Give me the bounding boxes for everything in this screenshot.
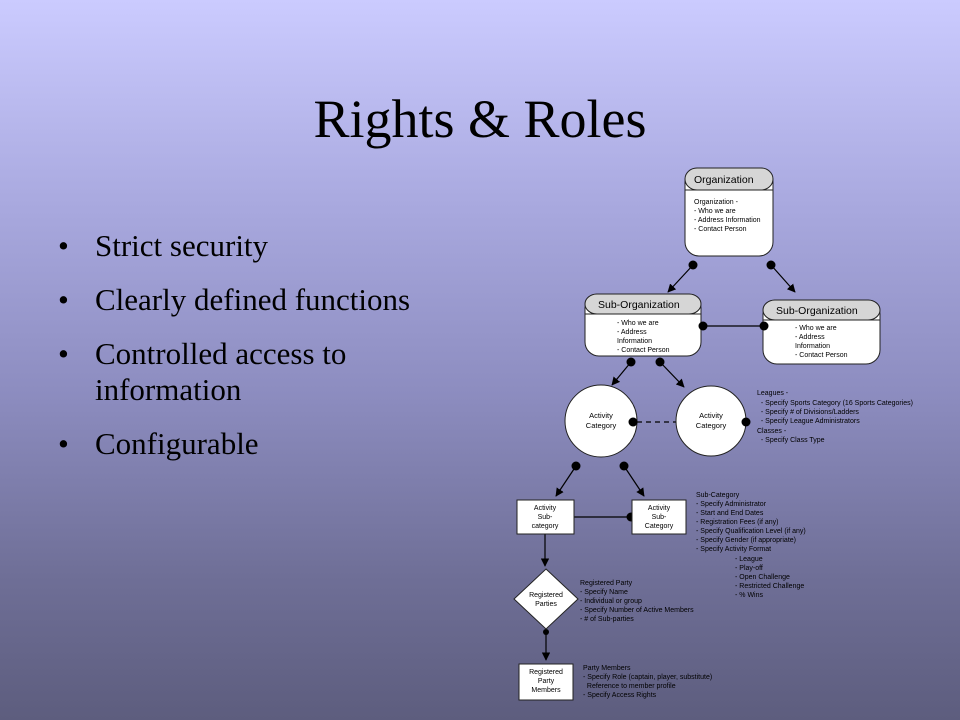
party-note: Registered Party xyxy=(580,580,633,587)
subcategory-label: Activity xyxy=(534,505,557,512)
bullet-item: Strict security xyxy=(58,228,418,264)
activity-note: - Specify Class Type xyxy=(757,437,825,444)
activity-note: - Specify # of Divisions/Ladders xyxy=(757,409,859,416)
activity-subcategory-right-node: Activity Sub- Category xyxy=(631,499,687,535)
activity-subcategory-left-node: Activity Sub- category xyxy=(516,499,575,535)
party-note: - Specify Name xyxy=(580,589,628,596)
party-members-node: Registered Party Members xyxy=(518,663,574,701)
connector-dot xyxy=(619,461,629,471)
sub-organization-line: - Contact Person xyxy=(795,352,848,359)
activity-category-label: Activity xyxy=(589,411,613,420)
connector-dot xyxy=(688,260,698,270)
connector-dot xyxy=(759,321,769,331)
connector-dot xyxy=(741,417,751,427)
subcategory-note: - Specify Gender (if appropriate) xyxy=(696,537,796,544)
subcategory-note: - Open Challenge xyxy=(735,574,790,581)
organization-header: Organization xyxy=(694,174,754,186)
organization-node: Organization Organization - - Who we are… xyxy=(684,167,774,257)
bullet-item: Clearly defined functions xyxy=(58,282,418,318)
registered-parties-label: Registered xyxy=(529,592,563,599)
connector-dot xyxy=(766,260,776,270)
activity-category-left-node: Activity Category xyxy=(564,384,638,458)
subcategory-connectors xyxy=(540,465,645,661)
connector-dot xyxy=(655,357,665,367)
sub-organization-right-node: Sub-Organization - Who we are - Address … xyxy=(762,299,881,365)
subcategory-label: Sub- xyxy=(538,514,553,521)
organization-line: - Who we are xyxy=(694,208,736,215)
party-note: - Specify Number of Active Members xyxy=(580,607,694,614)
sub-organization-left-node: Sub-Organization - Who we are - Address … xyxy=(584,293,702,357)
organization-line: - Address Information xyxy=(694,217,761,224)
sub-organization-line: - Address xyxy=(795,334,825,341)
activity-note: - Specify League Administrators xyxy=(757,418,860,425)
party-members-label: Members xyxy=(531,687,561,694)
sub-organization-line: Information xyxy=(795,343,830,350)
member-note: Party Members xyxy=(583,665,631,672)
subcategory-note: - League xyxy=(735,556,763,563)
activity-note: - Specify Sports Category (16 Sports Cat… xyxy=(757,400,913,407)
member-note: - Specify Access Rights xyxy=(583,692,657,699)
activity-note: Leagues - xyxy=(757,390,789,397)
connector-dot xyxy=(626,357,636,367)
subcategory-label: Activity xyxy=(648,505,671,512)
bullet-list: Strict security Clearly defined function… xyxy=(58,228,418,480)
sub-organization-line: Information xyxy=(617,338,652,345)
connector-dot xyxy=(628,417,638,427)
activity-category-label: Activity xyxy=(699,411,723,420)
party-members-label: Party xyxy=(538,678,555,685)
organization-line: - Contact Person xyxy=(694,226,747,233)
party-note: - # of Sub-parties xyxy=(580,616,634,623)
subcategory-label: Category xyxy=(645,523,674,530)
subcategory-note: Sub-Category xyxy=(696,492,740,499)
org-connectors xyxy=(667,264,796,327)
subcategory-note: - Specify Activity Format xyxy=(696,546,771,553)
subcategory-note: - Start and End Dates xyxy=(696,510,764,517)
bullet-item: Configurable xyxy=(58,426,418,462)
registered-parties-node: Registered Parties xyxy=(513,568,579,630)
subcategory-note: - Play-off xyxy=(735,565,763,572)
subcategory-note: - Specify Qualification Level (if any) xyxy=(696,528,806,535)
subcategory-note: - Restricted Challenge xyxy=(735,583,804,590)
subcategory-notes: Sub-Category - Specify Administrator - S… xyxy=(696,492,806,599)
connector-dot xyxy=(543,629,549,635)
activity-category-label: Category xyxy=(586,421,617,430)
member-note: - Specify Role (captain, player, substit… xyxy=(583,674,712,681)
slide-title: Rights & Roles xyxy=(313,89,647,149)
member-notes: Party Members - Specify Role (captain, p… xyxy=(583,665,712,699)
subcategory-note: - % Wins xyxy=(735,592,764,599)
sub-organization-line: - Who we are xyxy=(795,325,837,332)
organization-line: Organization - xyxy=(694,199,739,206)
member-note: Reference to member profile xyxy=(583,683,676,690)
subcategory-note: - Specify Administrator xyxy=(696,501,767,508)
connector-dot xyxy=(698,321,708,331)
activity-category-right-node: Activity Category xyxy=(675,385,747,457)
connector-dot xyxy=(571,461,581,471)
sub-organization-line: - Address xyxy=(617,329,647,336)
activity-notes: Leagues - - Specify Sports Category (16 … xyxy=(757,390,913,444)
activity-category-label: Category xyxy=(696,421,727,430)
party-notes: Registered Party - Specify Name - Indivi… xyxy=(580,580,694,623)
sub-organization-header: Sub-Organization xyxy=(776,305,858,317)
bullet-item: Controlled access to information xyxy=(58,336,418,408)
subcategory-label: Sub- xyxy=(652,514,667,521)
sub-organization-line: - Who we are xyxy=(617,320,659,327)
registered-parties-label: Parties xyxy=(535,601,557,608)
subcategory-label: category xyxy=(532,523,559,530)
activity-connectors xyxy=(611,361,685,423)
subcategory-note: - Registration Fees (if any) xyxy=(696,519,778,526)
activity-note: Classes - xyxy=(757,428,787,435)
sub-organization-header: Sub-Organization xyxy=(598,299,680,311)
sub-organization-line: - Contact Person xyxy=(617,347,670,354)
party-members-label: Registered xyxy=(529,669,563,676)
party-note: - Individual or group xyxy=(580,598,642,605)
